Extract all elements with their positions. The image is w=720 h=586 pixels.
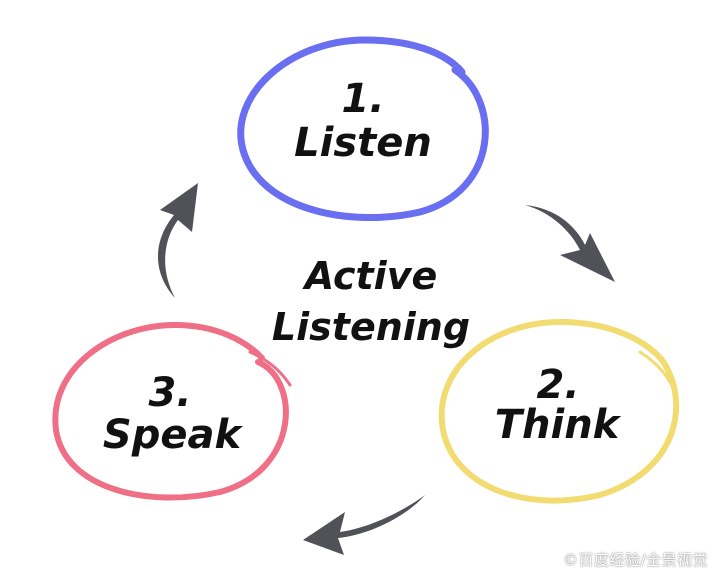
step-2-number: 2.	[536, 362, 579, 408]
step-2-ring	[438, 318, 680, 504]
step-1-label: Listen	[294, 120, 432, 166]
arrow-think-to-speak	[303, 495, 425, 555]
step-1-listen: 1. Listen	[237, 36, 489, 221]
center-title: Active Listening	[272, 254, 470, 349]
arrow-think-to-speak-icon	[303, 495, 425, 555]
step-2-label: Think	[495, 402, 622, 448]
step-3-number: 3.	[148, 370, 191, 416]
step-2-think: 2. Think	[438, 318, 680, 504]
step-3-ring	[52, 321, 292, 501]
arrow-speak-to-listen	[157, 183, 198, 298]
step-1-number: 1.	[341, 76, 384, 122]
arrow-listen-to-think-icon	[525, 205, 615, 282]
step-1-ring	[237, 36, 489, 221]
step-3-label: Speak	[103, 412, 244, 458]
step-3-speak: 3. Speak	[52, 321, 292, 501]
center-title-line-2: Listening	[272, 305, 470, 349]
center-title-line-1: Active	[302, 254, 438, 298]
arrow-speak-to-listen-icon	[157, 183, 198, 298]
watermark-text: ©百度经验/全景视觉	[562, 551, 708, 569]
arrow-listen-to-think	[525, 205, 615, 282]
